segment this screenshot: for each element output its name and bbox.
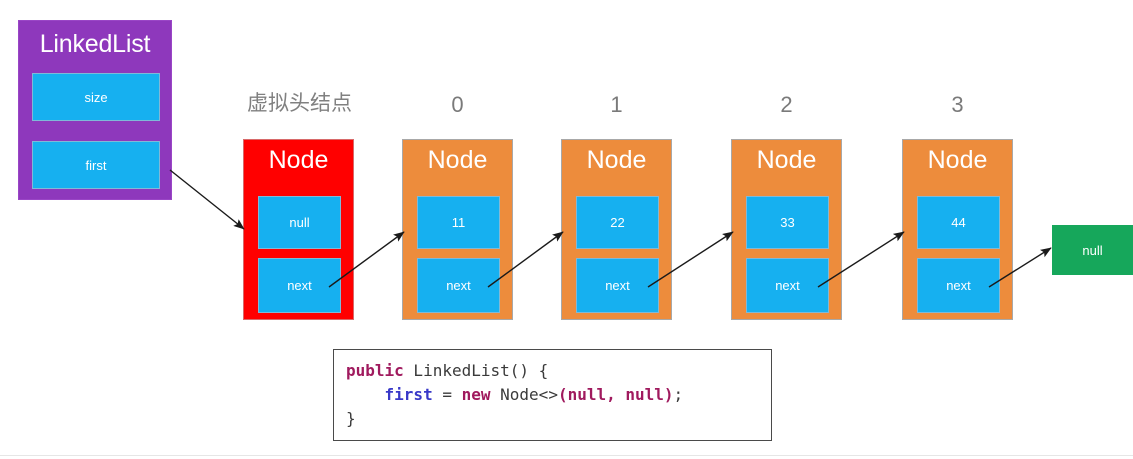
- code-snippet-box: public LinkedList() { first = new Node<>…: [333, 349, 772, 441]
- code-token: }: [346, 409, 356, 428]
- arrow-first-to-dummy: [169, 169, 245, 230]
- code-token: first: [384, 385, 433, 404]
- code-line-1: public LinkedList() {: [346, 361, 548, 380]
- node-value-cell: 22: [576, 196, 659, 249]
- node-value-cell: 11: [417, 196, 500, 249]
- node-3: Node 44 next: [902, 139, 1013, 320]
- node-index-label-2: 2: [780, 92, 793, 117]
- code-token: new: [461, 385, 491, 404]
- linkedlist-title: LinkedList: [39, 30, 151, 58]
- node-value-cell: null: [258, 196, 341, 249]
- size-field: size: [32, 73, 160, 121]
- code-line-3: }: [346, 409, 356, 428]
- node-value-cell: 33: [746, 196, 829, 249]
- code-token: ;: [673, 385, 684, 404]
- first-field: first: [32, 141, 160, 189]
- code-token: (null, null): [557, 385, 674, 404]
- dummy-head-caption: 虚拟头结点: [247, 92, 352, 115]
- linkedlist-object-box: LinkedList size first: [18, 20, 172, 200]
- code-token: public: [346, 361, 404, 380]
- node-index-label-0: 0: [451, 92, 464, 117]
- node-title: Node: [756, 146, 817, 174]
- code-token: =: [432, 385, 462, 404]
- code-token: LinkedList() {: [403, 361, 549, 380]
- node-next-cell: next: [576, 258, 659, 313]
- code-line-2: first = new Node<>(null, null);: [346, 385, 684, 404]
- node-title: Node: [427, 146, 488, 174]
- node-title: Node: [268, 146, 329, 174]
- node-next-cell: next: [746, 258, 829, 313]
- node-1: Node 22 next: [561, 139, 672, 320]
- node-next-cell: next: [258, 258, 341, 313]
- code-token: [346, 385, 385, 404]
- null-terminal-box: null: [1052, 225, 1133, 275]
- node-value-cell: 44: [917, 196, 1000, 249]
- node-index-label-1: 1: [610, 92, 623, 117]
- node-title: Node: [927, 146, 988, 174]
- node-2: Node 33 next: [731, 139, 842, 320]
- node-0: Node 11 next: [402, 139, 513, 320]
- node-index-label-3: 3: [951, 92, 964, 117]
- node-next-cell: next: [917, 258, 1000, 313]
- dummy-head-node: Node null next: [243, 139, 354, 320]
- code-token: Node<>: [490, 385, 558, 404]
- bottom-divider: [0, 455, 1133, 456]
- node-title: Node: [586, 146, 647, 174]
- node-next-cell: next: [417, 258, 500, 313]
